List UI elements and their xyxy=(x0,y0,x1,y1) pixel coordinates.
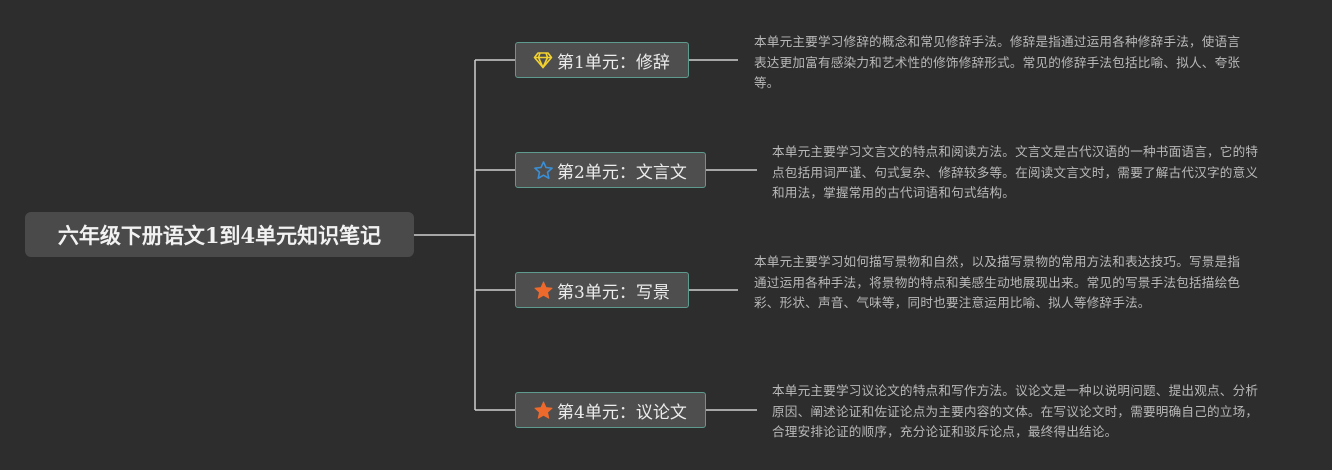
note-text: 本单元主要学习议论文的特点和写作方法。议论文是一种以说明问题、提出观点、分析原因… xyxy=(772,383,1259,439)
note-unit-2: 本单元主要学习文言文的特点和阅读方法。文言文是古代汉语的一种书面语言，它的特点包… xyxy=(772,142,1264,204)
diamond-icon xyxy=(532,49,554,71)
star-filled-icon xyxy=(532,279,554,301)
topic-unit-1[interactable]: 第1单元：修辞 xyxy=(515,42,689,78)
topic-label: 第1单元：修辞 xyxy=(557,52,670,73)
note-unit-4: 本单元主要学习议论文的特点和写作方法。议论文是一种以说明问题、提出观点、分析原因… xyxy=(772,381,1264,443)
topic-label: 第2单元：文言文 xyxy=(557,162,687,183)
note-text: 本单元主要学习修辞的概念和常见修辞手法。修辞是指通过运用各种修辞手法，使语言表达… xyxy=(754,34,1241,90)
topic-label: 第4单元：议论文 xyxy=(557,402,687,423)
topic-unit-2[interactable]: 第2单元：文言文 xyxy=(515,152,706,188)
topic-label: 第3单元：写景 xyxy=(557,282,670,303)
topic-unit-3[interactable]: 第3单元：写景 xyxy=(515,272,689,308)
note-text: 本单元主要学习如何描写景物和自然，以及描写景物的常用方法和表达技巧。写景是指通过… xyxy=(754,254,1241,310)
star-filled-icon xyxy=(532,399,554,421)
root-topic[interactable]: 六年级下册语文1到4单元知识笔记 xyxy=(25,212,414,257)
root-title: 六年级下册语文1到4单元知识笔记 xyxy=(57,222,382,248)
note-unit-1: 本单元主要学习修辞的概念和常见修辞手法。修辞是指通过运用各种修辞手法，使语言表达… xyxy=(754,32,1242,94)
star-outline-icon xyxy=(532,159,554,181)
note-unit-3: 本单元主要学习如何描写景物和自然，以及描写景物的常用方法和表达技巧。写景是指通过… xyxy=(754,252,1246,314)
note-text: 本单元主要学习文言文的特点和阅读方法。文言文是古代汉语的一种书面语言，它的特点包… xyxy=(772,144,1259,200)
topic-unit-4[interactable]: 第4单元：议论文 xyxy=(515,392,706,428)
